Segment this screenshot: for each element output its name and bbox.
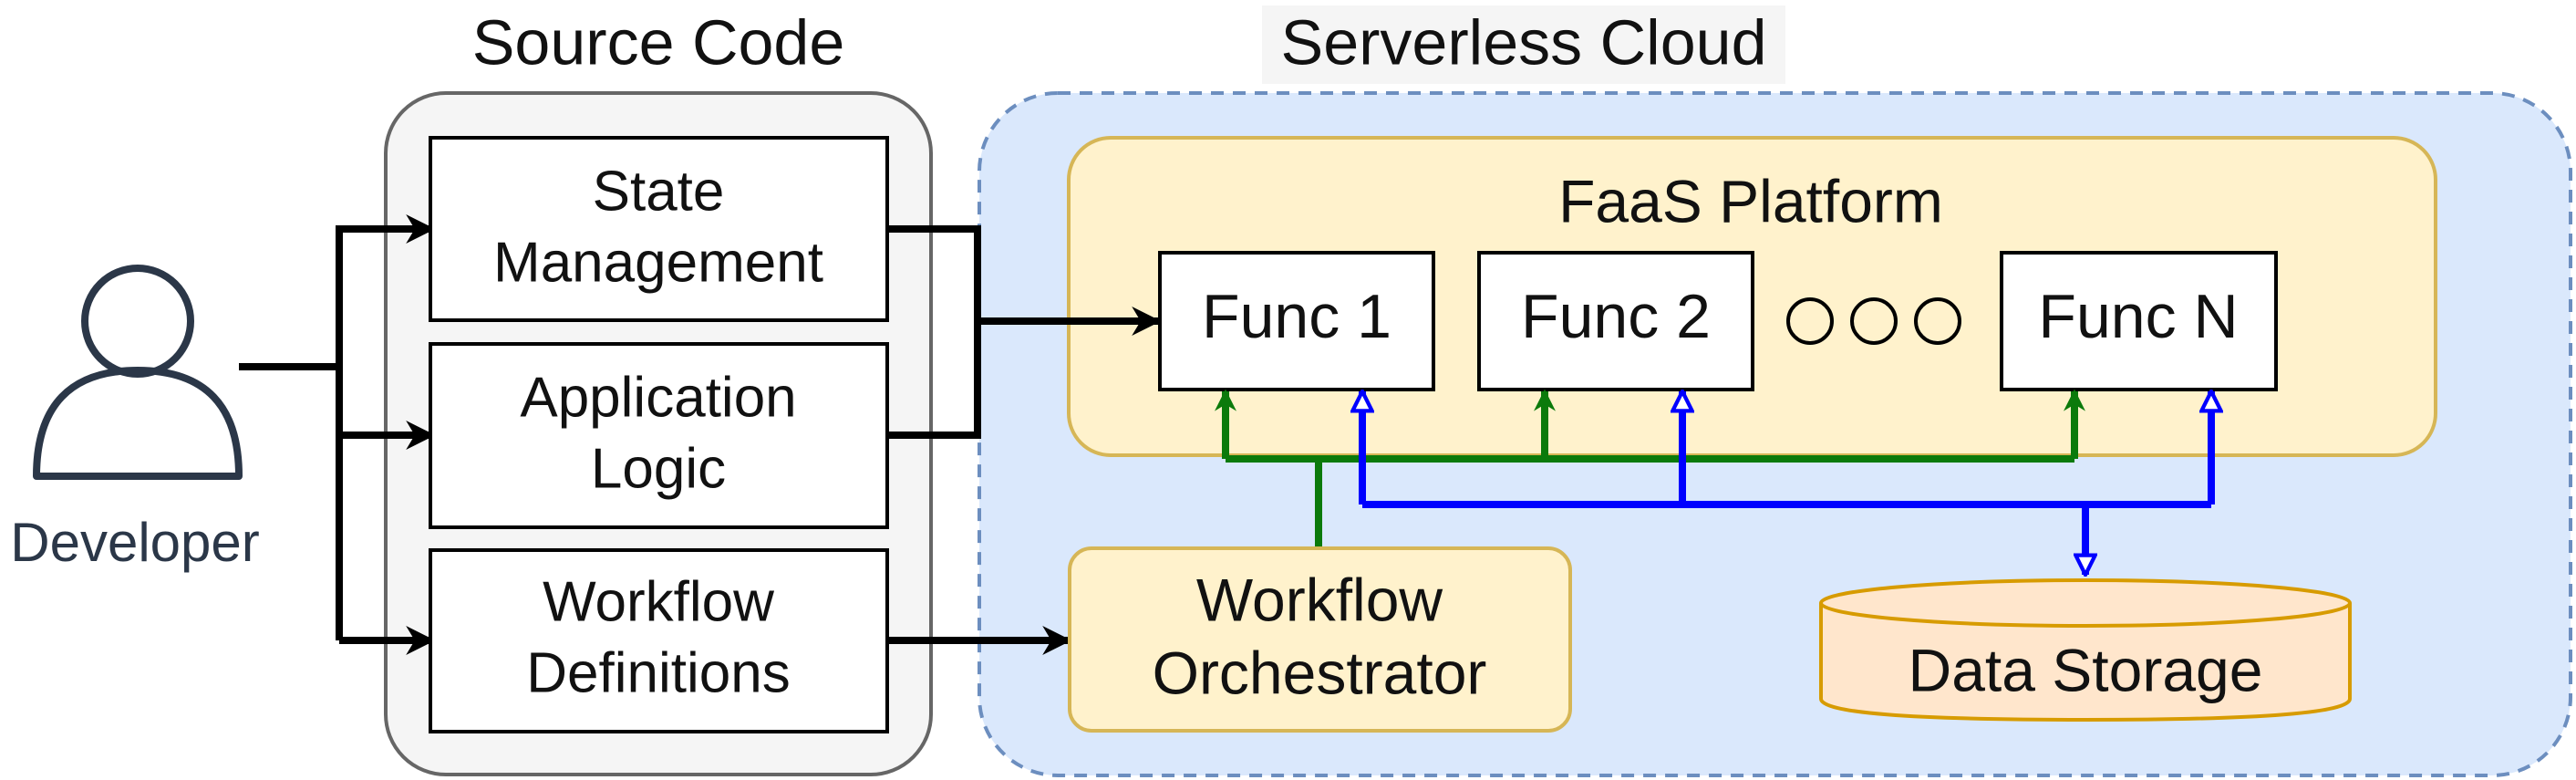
func-1-box xyxy=(1158,251,1435,391)
developer-branch-line xyxy=(239,363,343,640)
developer-to-state-management-arrow xyxy=(336,214,436,367)
state-management-label-line1: State xyxy=(593,160,725,223)
state-management-box xyxy=(429,136,889,322)
application-logic-box xyxy=(429,342,889,529)
application-logic-label-line1: Application xyxy=(520,366,796,429)
state-management-label-line2: Management xyxy=(493,231,823,294)
workflow-orchestrator-label-line1: Workflow xyxy=(1196,566,1443,633)
data-storage-cylinder xyxy=(1819,578,2352,723)
func-n-label: Func N xyxy=(2038,282,2238,351)
data-storage-label: Data Storage xyxy=(1909,636,2263,703)
serverless-cloud-title: Serverless Cloud xyxy=(1281,6,1767,78)
workflow-definitions-label-line2: Definitions xyxy=(526,641,790,704)
source-code-title: Source Code xyxy=(472,6,845,78)
func-1-label: Func 1 xyxy=(1202,282,1391,351)
workflow-definitions-label-line1: Workflow xyxy=(543,570,774,633)
serverless-cloud-title-bg xyxy=(1262,5,1785,84)
func-2-box xyxy=(1477,251,1754,391)
workflow-definitions-box xyxy=(429,548,889,733)
orchestrator-invocation-line xyxy=(1226,455,2074,547)
source-code-bracket-line xyxy=(887,225,981,439)
faas-platform-label: FaaS Platform xyxy=(1558,167,1943,234)
func-n-box xyxy=(2000,251,2278,391)
workflow-orchestrator-label-line2: Orchestrator xyxy=(1153,639,1487,706)
developer-icon xyxy=(33,265,243,480)
more-functions-ellipsis xyxy=(1786,297,1961,345)
application-logic-label-line2: Logic xyxy=(591,437,726,500)
func-2-label: Func 2 xyxy=(1521,282,1711,351)
developer-label: Developer xyxy=(10,512,260,573)
workflow-orchestrator-box xyxy=(1068,546,1572,733)
